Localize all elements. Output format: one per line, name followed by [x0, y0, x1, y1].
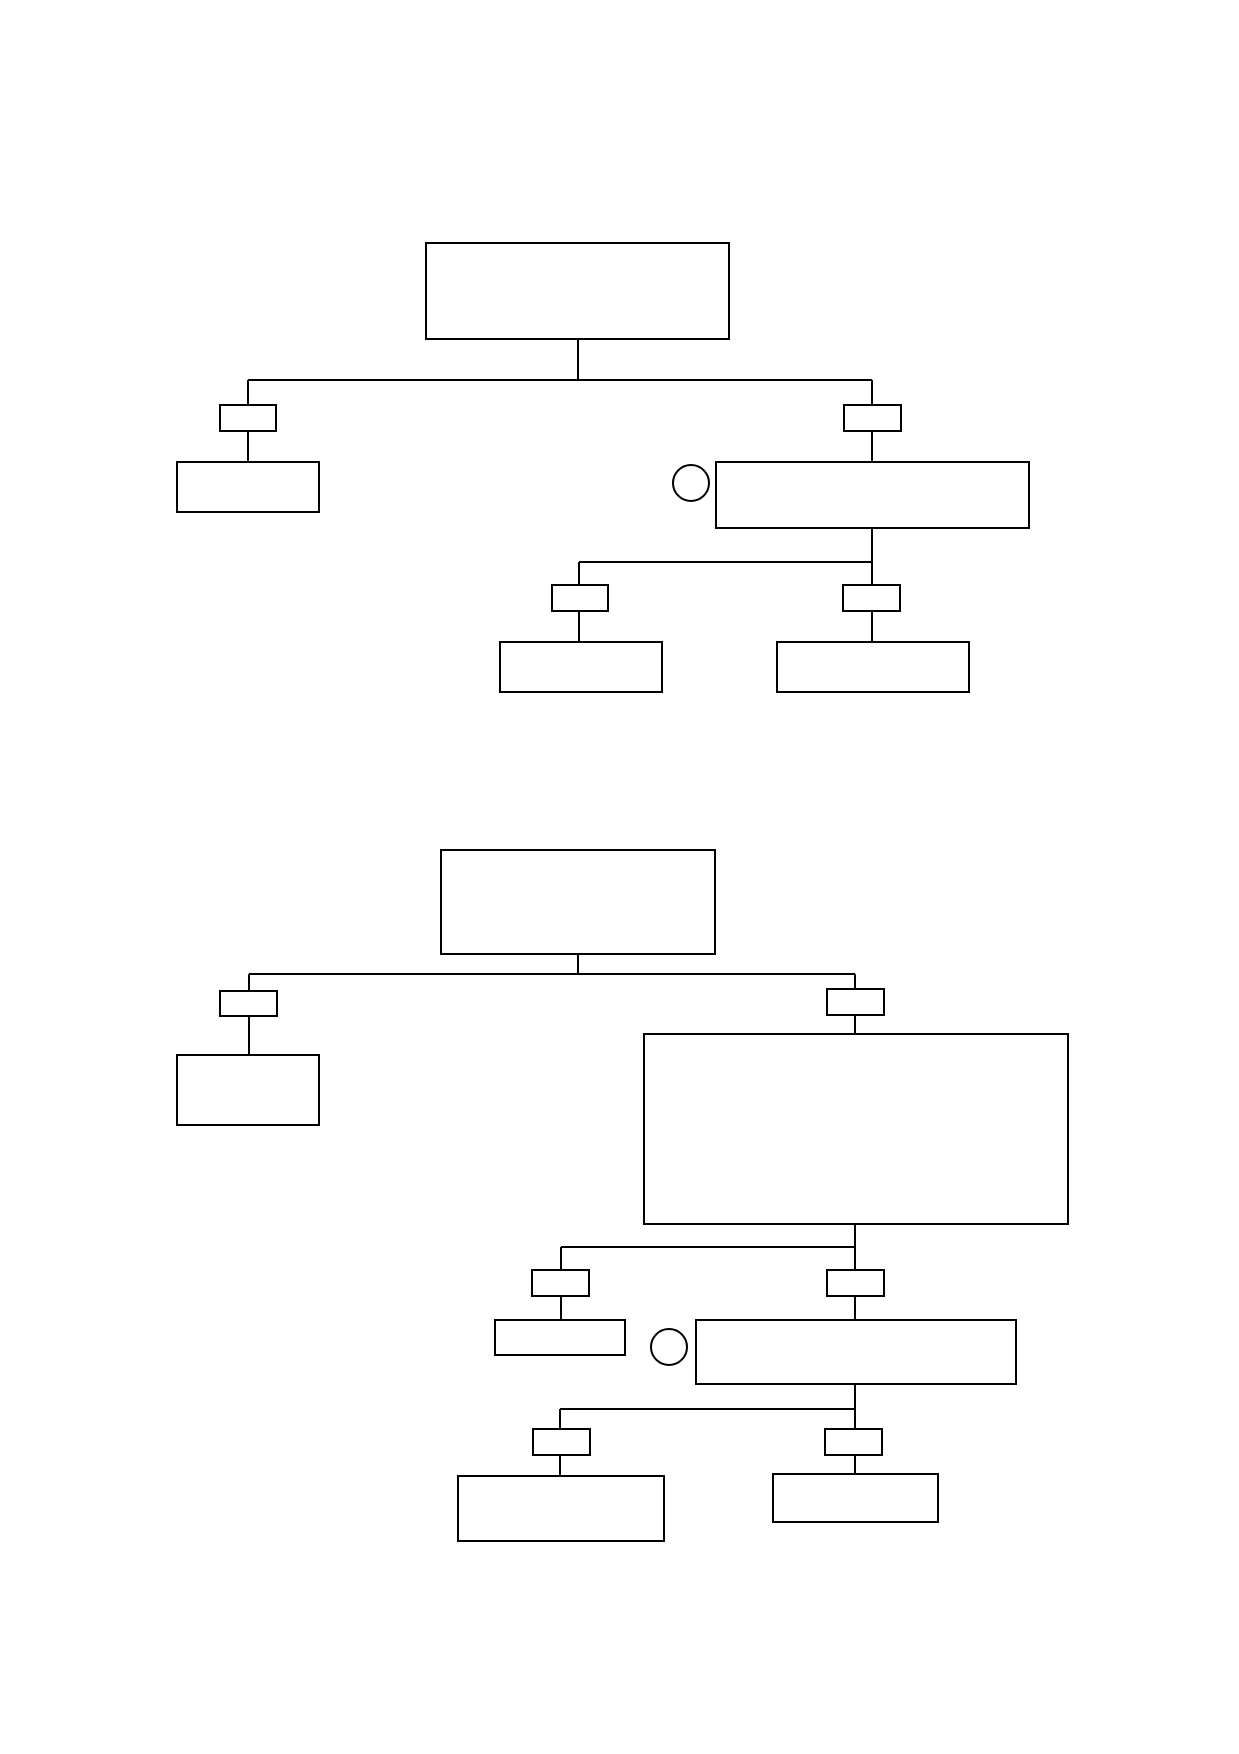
- left-leaf-node: [176, 1054, 320, 1126]
- edge-label-box: [842, 584, 901, 612]
- left-leaf-node: [176, 461, 320, 513]
- leaf-node: [494, 1319, 626, 1356]
- leaf-node: [499, 641, 663, 693]
- leaf-node: [772, 1473, 939, 1523]
- node-marker-circle: [650, 1328, 688, 1366]
- edge-label-box: [826, 1269, 885, 1297]
- right-child-node: [643, 1033, 1069, 1225]
- edge-label-box: [826, 988, 885, 1016]
- edge-label-box: [219, 404, 277, 432]
- edge-label-box: [531, 1269, 590, 1297]
- bottom-tree-diagram: [176, 849, 1069, 1542]
- top-tree-diagram: [176, 242, 1030, 693]
- node-marker-circle: [672, 464, 710, 502]
- right-child-node: [715, 461, 1030, 529]
- edge-label-box: [532, 1428, 591, 1456]
- edge-label-box: [824, 1428, 883, 1456]
- right-grandchild-node: [695, 1319, 1017, 1385]
- leaf-node: [776, 641, 970, 693]
- edge-label-box: [843, 404, 902, 432]
- root-node: [425, 242, 730, 340]
- root-node: [440, 849, 716, 955]
- edge-label-box: [551, 584, 609, 612]
- edge-label-box: [219, 990, 278, 1017]
- leaf-node: [457, 1475, 665, 1542]
